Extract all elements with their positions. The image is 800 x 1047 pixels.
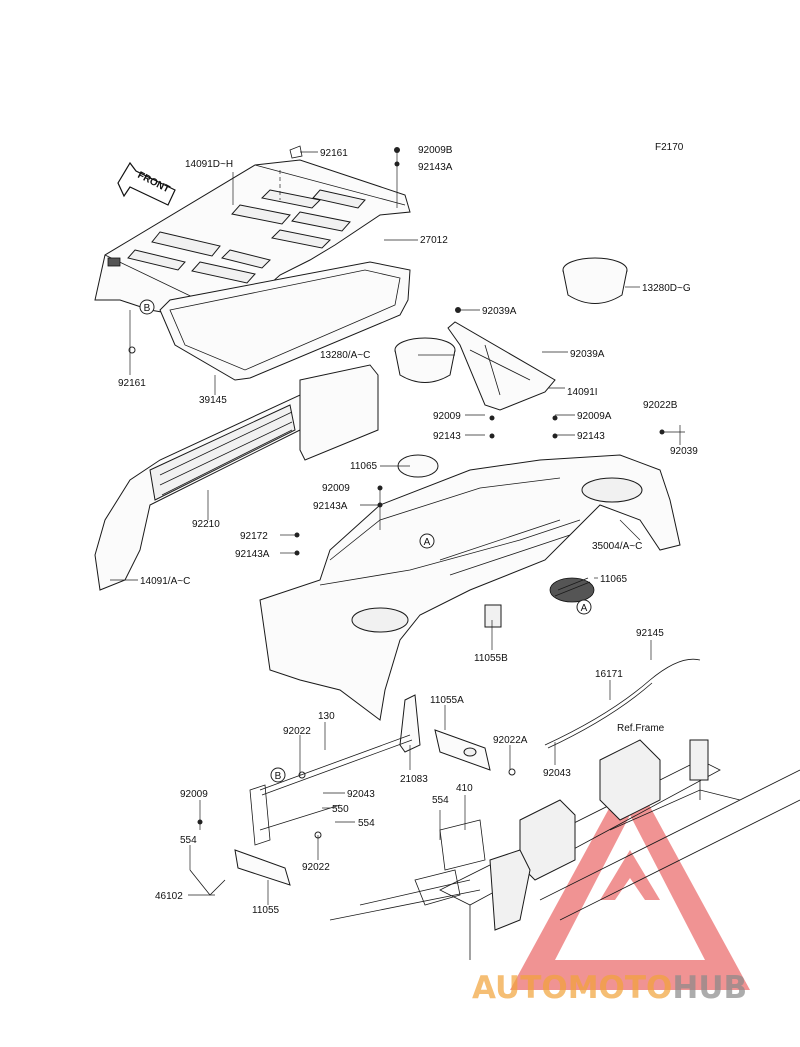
callout-554-c: 554 bbox=[180, 835, 197, 846]
marker-b-lower: B bbox=[270, 767, 286, 783]
callout-27012: 27012 bbox=[420, 235, 448, 246]
callout-92161-top: 92161 bbox=[320, 148, 348, 159]
rear-fender-35004 bbox=[259, 454, 681, 721]
rod-550 bbox=[259, 804, 341, 831]
bracket-11055a bbox=[434, 729, 491, 771]
callout-92009-b: 92009 bbox=[322, 483, 350, 494]
callout-13280d-g: 13280D~G bbox=[642, 283, 691, 294]
cable-16171 bbox=[544, 658, 701, 749]
callout-92022a: 92022A bbox=[493, 735, 528, 746]
marker-a-upper: A bbox=[419, 533, 435, 549]
callout-92143-a: 92143 bbox=[433, 431, 461, 442]
watermark-logo bbox=[510, 770, 750, 990]
seal-39145 bbox=[159, 261, 411, 381]
callout-92039: 92039 bbox=[670, 446, 698, 457]
callout-92143-b: 92143 bbox=[577, 431, 605, 442]
cup-holder-13280a-c bbox=[394, 337, 456, 383]
callout-92022-b: 92022 bbox=[302, 862, 330, 873]
fasteners bbox=[128, 145, 665, 839]
callout-35004a-c: 35004/A~C bbox=[592, 541, 642, 552]
callout-46102: 46102 bbox=[155, 891, 183, 902]
left-panel-14091a-c bbox=[94, 364, 379, 591]
callout-550: 550 bbox=[332, 804, 349, 815]
svg-text:B: B bbox=[275, 771, 282, 782]
callout-92039a-a: 92039A bbox=[482, 306, 517, 317]
callout-92145: 92145 bbox=[636, 628, 664, 639]
callout-11065-b: 11065 bbox=[600, 574, 628, 585]
callout-92043-b: 92043 bbox=[347, 789, 375, 800]
svg-text:A: A bbox=[424, 537, 431, 548]
callout-554-b: 554 bbox=[358, 818, 375, 829]
figure-code: F2170 bbox=[655, 142, 684, 153]
svg-text:A: A bbox=[581, 603, 588, 614]
callout-410: 410 bbox=[456, 783, 473, 794]
callout-14091a-c: 14091/A~C bbox=[140, 576, 190, 587]
callout-39145: 39145 bbox=[199, 395, 227, 406]
bracket-21083 bbox=[399, 694, 421, 753]
callout-92009-c: 92009 bbox=[180, 789, 208, 800]
rod-130 bbox=[259, 734, 413, 796]
callout-11055b: 11055B bbox=[474, 653, 508, 664]
callout-11055a: 11055A bbox=[430, 695, 464, 706]
callout-92161-left: 92161 bbox=[118, 378, 146, 389]
cup-holder-13280d-g bbox=[562, 257, 628, 304]
front-arrow: FRONT bbox=[117, 161, 176, 206]
callout-92009b: 92009B bbox=[418, 145, 453, 156]
ref-frame-structure bbox=[329, 739, 800, 960]
callout-16171: 16171 bbox=[595, 669, 623, 680]
callout-92039a-b: 92039A bbox=[570, 349, 605, 360]
watermark-text-part1: AUTOMOTO bbox=[472, 970, 672, 1006]
watermark-text-part2: HUB bbox=[672, 970, 747, 1006]
callout-92143a-top: 92143A bbox=[418, 162, 453, 173]
callout-92022b: 92022B bbox=[643, 400, 678, 411]
callout-14091i: 14091I bbox=[567, 387, 598, 398]
callout-92009a: 92009A bbox=[577, 411, 612, 422]
watermark-text: AUTOMOTOHUB bbox=[472, 970, 747, 1006]
callout-130: 130 bbox=[318, 711, 335, 722]
svg-text:B: B bbox=[144, 303, 151, 314]
marker-a-lower: A bbox=[576, 599, 592, 615]
top-cover-14091d-h bbox=[94, 159, 411, 323]
callout-14091d-h: 14091D~H bbox=[185, 159, 233, 170]
callout-92143a-mid: 92143A bbox=[313, 501, 348, 512]
leader-lines bbox=[110, 150, 685, 905]
callout-92143a-low: 92143A bbox=[235, 549, 270, 560]
bracket-14091i bbox=[447, 321, 556, 411]
callout-11065-a: 11065 bbox=[350, 461, 378, 472]
link-46102 bbox=[189, 869, 226, 896]
callout-92172: 92172 bbox=[240, 531, 268, 542]
callout-554-a: 554 bbox=[432, 795, 449, 806]
bracket-11055 bbox=[234, 784, 291, 886]
callout-92009-a: 92009 bbox=[433, 411, 461, 422]
callout-11055: 11055 bbox=[252, 905, 280, 916]
callout-92210: 92210 bbox=[192, 519, 220, 530]
marker-b-upper: B bbox=[139, 299, 155, 315]
callout-13280a-c: 13280/A~C bbox=[320, 350, 370, 361]
ref-frame-label: Ref.Frame bbox=[617, 723, 665, 734]
callout-92022-a: 92022 bbox=[283, 726, 311, 737]
callout-92043-a: 92043 bbox=[543, 768, 571, 779]
callout-21083: 21083 bbox=[400, 774, 428, 785]
cap-11065-lower bbox=[549, 577, 595, 603]
